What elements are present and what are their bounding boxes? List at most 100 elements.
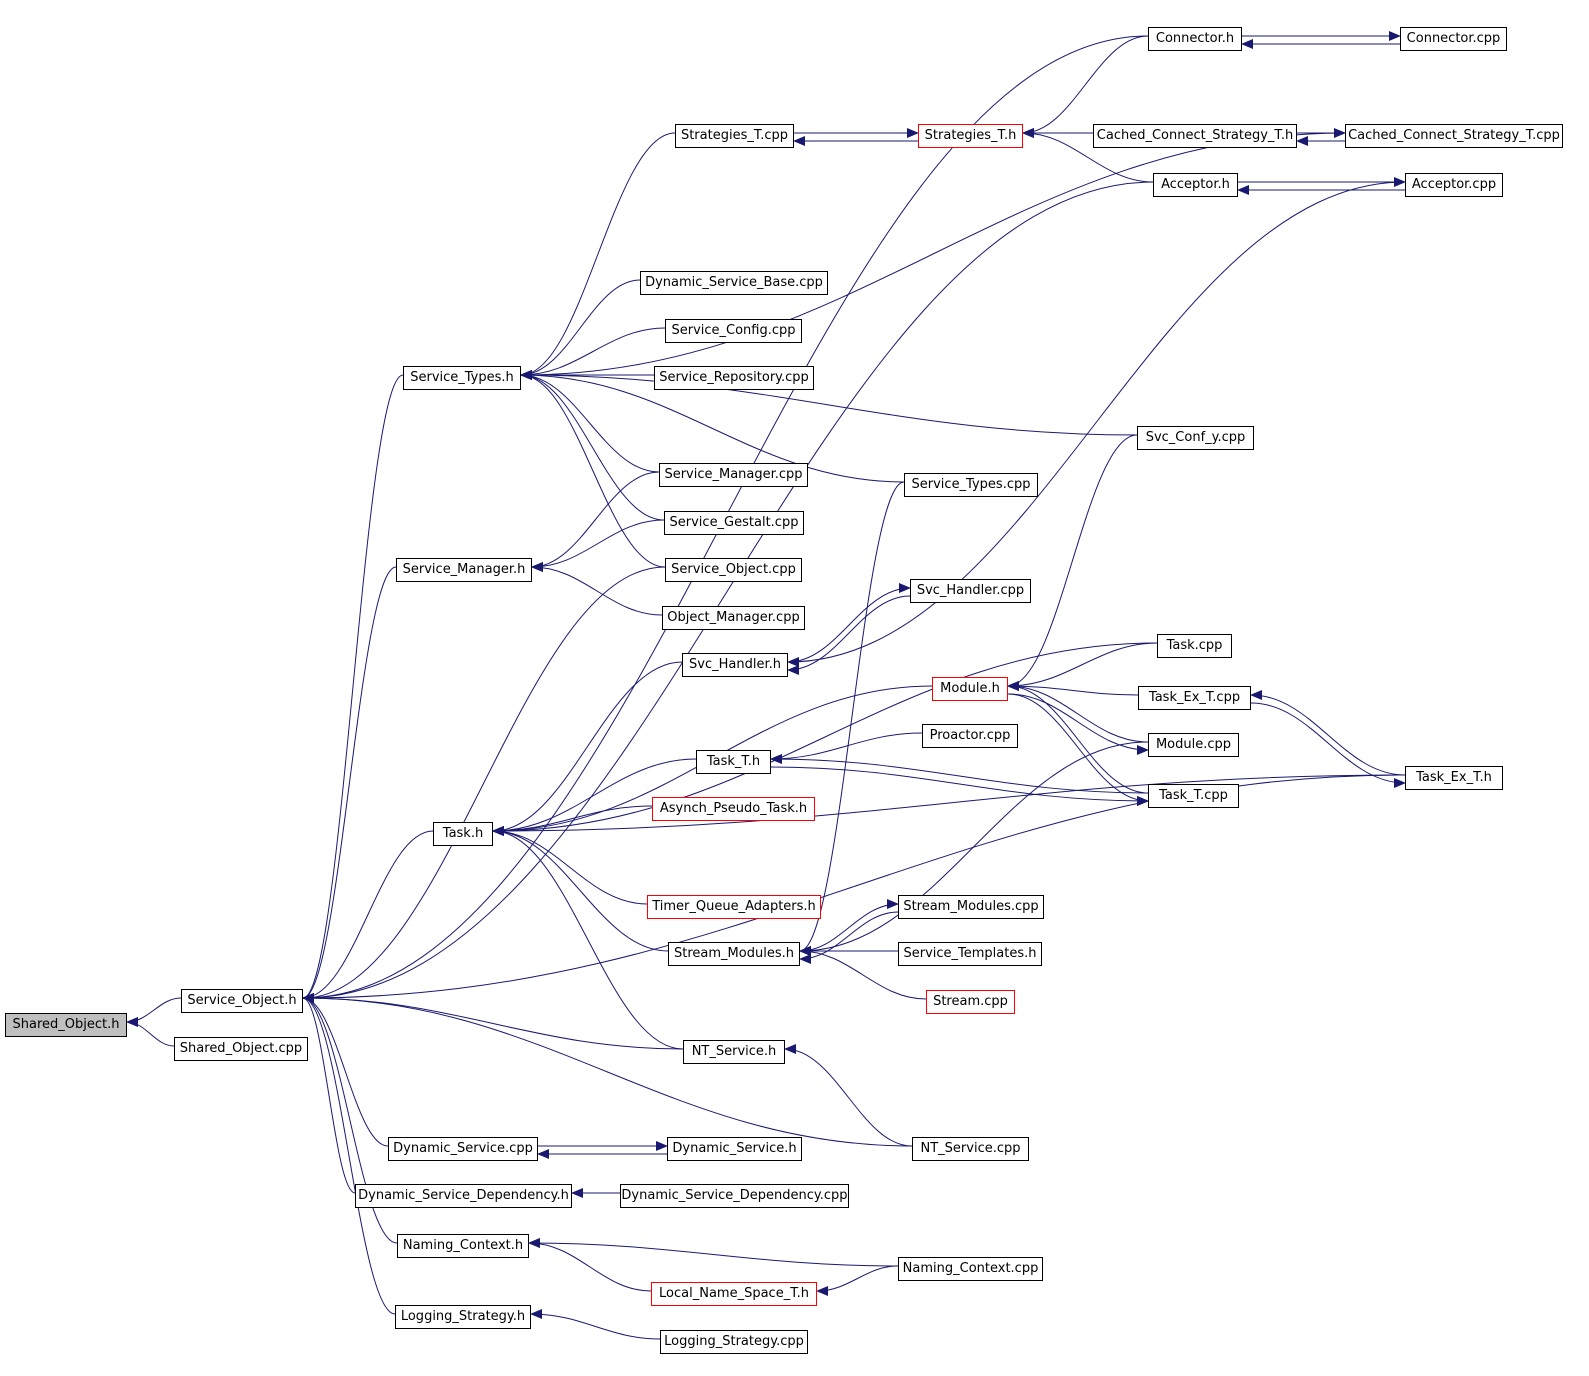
dependency-edge: [492, 661, 683, 836]
dependency-edge: [302, 566, 666, 1003]
node-shared-object-cpp[interactable]: Shared_Object.cpp: [174, 1037, 308, 1061]
dependency-edge: [531, 562, 663, 616]
node-service-manager-cpp[interactable]: Service_Manager.cpp: [659, 463, 808, 487]
node-task-h[interactable]: Task.h: [433, 822, 493, 846]
dependency-edge: [302, 993, 684, 1050]
dependency-edge: [528, 1238, 899, 1267]
dependency-edge: [530, 1309, 661, 1340]
node-svc-handler-cpp[interactable]: Svc_Handler.cpp: [910, 579, 1031, 603]
dependency-edge: [770, 732, 923, 764]
dependency-edge: [770, 754, 1149, 794]
node-task-t-cpp[interactable]: Task_T.cpp: [1148, 784, 1239, 808]
node-service-object-cpp[interactable]: Service_Object.cpp: [665, 558, 802, 582]
node-dynamic-service-cpp[interactable]: Dynamic_Service.cpp: [388, 1137, 538, 1161]
node-local-name-space-t-h[interactable]: Local_Name_Space_T.h: [651, 1282, 817, 1306]
node-service-types-h[interactable]: Service_Types.h: [403, 366, 521, 390]
node-timer-queue-adapters-h[interactable]: Timer_Queue_Adapters.h: [647, 895, 821, 919]
node-acceptor-cpp[interactable]: Acceptor.cpp: [1405, 173, 1503, 197]
dependency-edge: [520, 370, 666, 568]
dependency-edge: [520, 370, 665, 521]
dependency-edge: [1007, 681, 1149, 794]
dependency-edge: [126, 1017, 175, 1047]
dependency-edge: [1007, 681, 1139, 696]
dependency-edge: [520, 279, 641, 380]
node-service-templates-h[interactable]: Service_Templates.h: [898, 942, 1042, 966]
node-dynamic-service-dependency-h[interactable]: Dynamic_Service_Dependency.h: [355, 1184, 572, 1208]
node-nt-service-cpp[interactable]: NT_Service.cpp: [912, 1137, 1029, 1161]
node-strategies-t-cpp[interactable]: Strategies_T.cpp: [675, 124, 794, 148]
node-dynamic-service-dependency-cpp[interactable]: Dynamic_Service_Dependency.cpp: [620, 1184, 849, 1208]
dependency-edge: [784, 1044, 913, 1147]
node-asynch-pseudo-task-h[interactable]: Asynch_Pseudo_Task.h: [652, 797, 815, 821]
dependency-edge: [799, 741, 1149, 956]
dependency-edge: [528, 1238, 652, 1292]
dependency-edge: [770, 766, 1149, 806]
node-stream-modules-cpp[interactable]: Stream_Modules.cpp: [898, 895, 1044, 919]
node-svc-conf-y-cpp[interactable]: Svc_Conf_y.cpp: [1137, 426, 1254, 450]
node-proactor-cpp[interactable]: Proactor.cpp: [922, 724, 1018, 748]
node-module-h[interactable]: Module.h: [932, 677, 1008, 701]
node-stream-modules-h[interactable]: Stream_Modules.h: [668, 942, 800, 966]
node-dynamic-service-h[interactable]: Dynamic_Service.h: [667, 1137, 802, 1161]
dependency-edge: [816, 1265, 899, 1296]
dependency-edge: [1007, 693, 1149, 755]
node-cached-connect-strategy-t-h[interactable]: Cached_Connect_Strategy_T.h: [1093, 124, 1297, 148]
node-task-ex-t-h[interactable]: Task_Ex_T.h: [1405, 766, 1503, 790]
dependency-edge: [787, 181, 1406, 667]
node-cached-connect-strategy-t-cpp[interactable]: Cached_Connect_Strategy_T.cpp: [1345, 124, 1563, 148]
node-service-types-cpp[interactable]: Service_Types.cpp: [904, 473, 1038, 497]
dependency-edge: [302, 774, 1406, 1003]
node-logging-strategy-h[interactable]: Logging_Strategy.h: [395, 1305, 531, 1329]
dependency-edge: [302, 993, 396, 1315]
node-task-t-h[interactable]: Task_T.h: [696, 750, 771, 774]
dependency-edge: [492, 826, 684, 1050]
node-service-manager-h[interactable]: Service_Manager.h: [396, 558, 532, 582]
dependency-edge: [1250, 702, 1406, 788]
dependency-edge: [492, 642, 1158, 836]
node-naming-context-h[interactable]: Naming_Context.h: [397, 1234, 529, 1258]
node-dynamic-service-base-cpp[interactable]: Dynamic_Service_Base.cpp: [640, 271, 828, 295]
dependency-edge: [1007, 434, 1138, 691]
dependency-edge: [302, 374, 404, 1003]
node-module-cpp[interactable]: Module.cpp: [1148, 733, 1239, 757]
dependency-edge: [1007, 681, 1149, 743]
node-task-ex-t-cpp[interactable]: Task_Ex_T.cpp: [1138, 686, 1251, 710]
node-object-manager-cpp[interactable]: Object_Manager.cpp: [662, 606, 805, 630]
dependency-edge: [302, 993, 389, 1147]
node-connector-cpp[interactable]: Connector.cpp: [1400, 27, 1507, 51]
node-stream-cpp[interactable]: Stream.cpp: [926, 990, 1015, 1014]
dependency-edge: [520, 327, 666, 380]
node-nt-service-h[interactable]: NT_Service.h: [683, 1040, 785, 1064]
dependency-edge: [520, 132, 1346, 380]
node-service-object-h[interactable]: Service_Object.h: [181, 989, 303, 1013]
dependency-edge: [1250, 690, 1406, 776]
node-connector-h[interactable]: Connector.h: [1148, 27, 1242, 51]
dependency-edge: [531, 471, 660, 572]
dependency-edge: [787, 583, 911, 663]
dependency-edge: [787, 595, 911, 675]
node-logging-strategy-cpp[interactable]: Logging_Strategy.cpp: [660, 1330, 808, 1354]
dependency-edge: [492, 826, 669, 952]
node-svc-handler-h[interactable]: Svc_Handler.h: [682, 653, 788, 677]
dependency-edge: [302, 993, 913, 1147]
dependency-edge: [492, 758, 697, 836]
node-shared-object-h[interactable]: Shared_Object.h: [5, 1013, 127, 1037]
dependency-edge: [531, 519, 665, 572]
dependency-edge: [492, 826, 648, 905]
node-naming-context-cpp[interactable]: Naming_Context.cpp: [898, 1257, 1043, 1281]
dependency-edge: [126, 997, 182, 1027]
dependency-edge: [520, 370, 1138, 436]
node-task-cpp[interactable]: Task.cpp: [1157, 634, 1232, 658]
dependency-edge: [799, 481, 905, 956]
dependency-edge: [302, 830, 434, 1003]
node-service-repository-cpp[interactable]: Service_Repository.cpp: [654, 366, 814, 390]
dependency-edge: [1022, 128, 1154, 183]
node-service-config-cpp[interactable]: Service_Config.cpp: [665, 319, 802, 343]
node-service-gestalt-cpp[interactable]: Service_Gestalt.cpp: [664, 511, 804, 535]
dependency-edge: [1022, 35, 1149, 138]
node-acceptor-h[interactable]: Acceptor.h: [1153, 173, 1238, 197]
dependency-edge: [302, 566, 397, 1003]
node-strategies-t-h[interactable]: Strategies_T.h: [918, 124, 1023, 148]
